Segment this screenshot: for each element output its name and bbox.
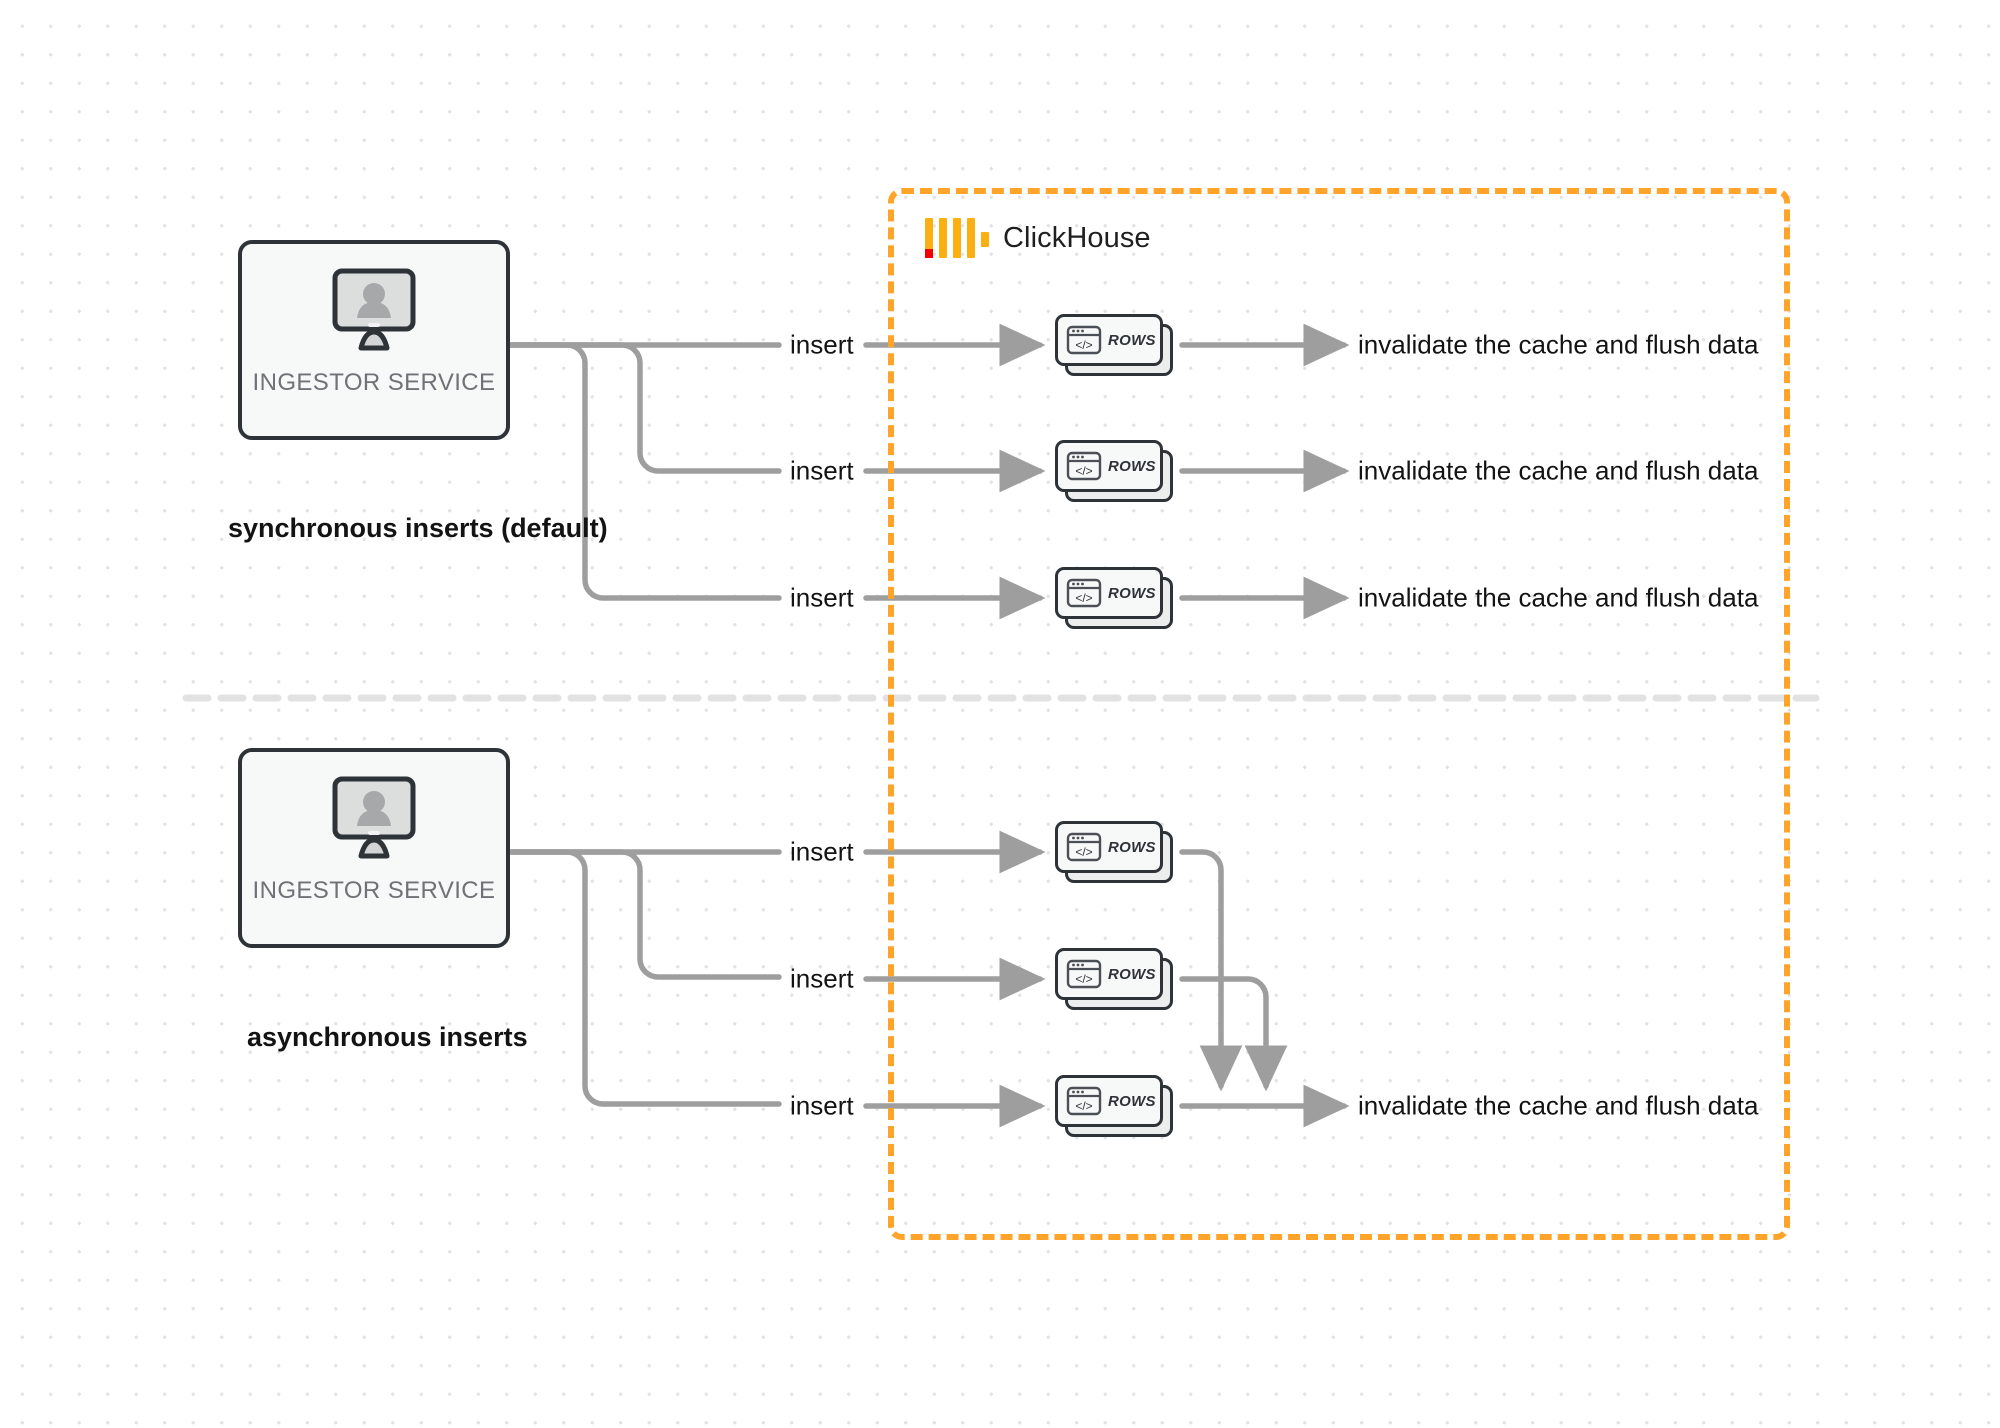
- rows-node-card: </> ROWS: [1055, 314, 1163, 366]
- edge-sync-branch-2: [508, 342, 782, 474]
- edge-label-async-insert-2: insert: [790, 963, 854, 994]
- logo-stub: [981, 232, 989, 247]
- edge-label-sync-insert-3: insert: [790, 582, 854, 613]
- rows-node-sync-3[interactable]: </> ROWS: [1055, 567, 1173, 629]
- section-caption-asynchronous: asynchronous inserts: [247, 1022, 528, 1052]
- edge-async-branch-2: [508, 849, 782, 980]
- logo-bar-3: [953, 218, 961, 258]
- svg-text:</>: </>: [1075, 338, 1092, 352]
- rows-node-sync-2[interactable]: </> ROWS: [1055, 440, 1173, 502]
- clickhouse-boundary: [888, 188, 1790, 1240]
- rows-node-async-2[interactable]: </> ROWS: [1055, 948, 1173, 1010]
- edge-async-merge-2: [1179, 976, 1288, 1092]
- sink-label-async-merged: invalidate the cache and flush data: [1358, 1090, 1759, 1121]
- rows-node-async-3[interactable]: </> ROWS: [1055, 1075, 1173, 1137]
- logo-bar-2: [939, 218, 947, 258]
- rows-node-async-1[interactable]: </> ROWS: [1055, 821, 1173, 883]
- rows-node-label: ROWS: [1108, 457, 1156, 475]
- logo-bar-1: [925, 218, 933, 258]
- code-window-icon: </>: [1066, 959, 1102, 989]
- rows-node-label: ROWS: [1108, 965, 1156, 983]
- code-window-icon: </>: [1066, 832, 1102, 862]
- sink-label-sync-2: invalidate the cache and flush data: [1358, 455, 1759, 486]
- code-window-icon: </>: [1066, 578, 1102, 608]
- ingestor-service-async[interactable]: INGESTOR SERVICE: [238, 748, 510, 948]
- clickhouse-header: ClickHouse: [925, 218, 1151, 258]
- monitor-user-icon: [332, 776, 416, 859]
- edge-label-async-insert-1: insert: [790, 836, 854, 867]
- code-window-icon: </>: [1066, 1086, 1102, 1116]
- code-window-icon: </>: [1066, 325, 1102, 355]
- clickhouse-logo: [925, 218, 989, 258]
- edge-async-branch-3: [508, 849, 782, 1107]
- code-window-icon: </>: [1066, 451, 1102, 481]
- edge-sync-branch-3: [508, 342, 782, 601]
- rows-node-label: ROWS: [1108, 331, 1156, 349]
- ingestor-service-sync-label: INGESTOR SERVICE: [252, 369, 496, 396]
- rows-node-label: ROWS: [1108, 1092, 1156, 1110]
- monitor-user-icon: [332, 268, 416, 351]
- ingestor-service-sync[interactable]: INGESTOR SERVICE: [238, 240, 510, 440]
- svg-text:</>: </>: [1075, 972, 1092, 986]
- rows-node-sync-1[interactable]: </> ROWS: [1055, 314, 1173, 376]
- rows-node-card: </> ROWS: [1055, 1075, 1163, 1127]
- svg-text:</>: </>: [1075, 845, 1092, 859]
- edge-label-async-insert-3: insert: [790, 1090, 854, 1121]
- sink-label-sync-1: invalidate the cache and flush data: [1358, 329, 1759, 360]
- rows-node-label: ROWS: [1108, 584, 1156, 602]
- sink-label-sync-3: invalidate the cache and flush data: [1358, 582, 1759, 613]
- svg-text:</>: </>: [1075, 591, 1092, 605]
- edge-async-merge-1: [1179, 849, 1243, 1092]
- rows-node-card: </> ROWS: [1055, 821, 1163, 873]
- rows-node-label: ROWS: [1108, 838, 1156, 856]
- rows-node-card: </> ROWS: [1055, 440, 1163, 492]
- logo-red-square: [925, 249, 933, 258]
- clickhouse-title: ClickHouse: [1003, 221, 1151, 254]
- rows-node-card: </> ROWS: [1055, 948, 1163, 1000]
- rows-node-card: </> ROWS: [1055, 567, 1163, 619]
- svg-text:</>: </>: [1075, 464, 1092, 478]
- edge-label-sync-insert-2: insert: [790, 455, 854, 486]
- svg-text:</>: </>: [1075, 1099, 1092, 1113]
- section-caption-synchronous: synchronous inserts (default): [228, 513, 608, 543]
- edge-label-sync-insert-1: insert: [790, 329, 854, 360]
- ingestor-service-async-label: INGESTOR SERVICE: [252, 877, 496, 904]
- logo-bar-4: [967, 218, 975, 258]
